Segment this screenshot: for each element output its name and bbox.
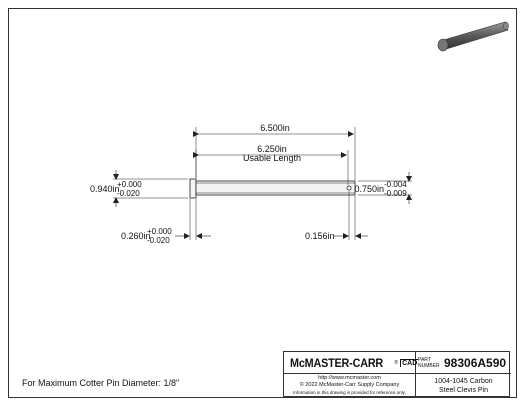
overall-length-label: 6.500in [260, 123, 290, 133]
mcmaster-logo: McMASTER-CARR ® CAD [284, 352, 419, 374]
part-number-caption: PART NUMBER [416, 352, 442, 374]
head-diameter-tol-plus: +0.000 [117, 180, 142, 189]
pin-diameter-tol-lower: -0.009 [384, 189, 407, 198]
usable-length-value: 6.250in [257, 144, 287, 154]
part-label-line2: NUMBER [418, 363, 440, 369]
pin-body [195, 180, 356, 196]
head-thickness-tol-plus: +0.000 [147, 227, 172, 236]
head-thickness-tol-minus: -0.020 [147, 236, 170, 245]
head-thickness-label: 0.260in [121, 231, 151, 241]
hole-offset-label: 0.156in [305, 231, 335, 241]
pin-head [189, 178, 197, 199]
copyright-text: © 2022 McMaster-Carr Supply Company [299, 382, 400, 388]
dimension-lines [113, 131, 412, 239]
registered-mark: ® [394, 359, 399, 366]
isometric-pin-icon [437, 21, 509, 52]
company-info: http://www.mcmaster.com © 2022 McMaster-… [284, 374, 416, 398]
description-line2: Steel Clevis Pin [438, 387, 489, 394]
description-line1: 1004-1045 Carbon [434, 378, 493, 385]
website-link[interactable]: http://www.mcmaster.com [318, 375, 381, 381]
pin-side-view [189, 178, 356, 199]
head-diameter-tol-minus: -0.020 [117, 189, 140, 198]
dimension-labels: 6.500in 6.250in Usable Length 0.940in +0… [90, 123, 407, 245]
extension-lines [113, 127, 412, 240]
pin-diameter-tol-upper: -0.004 [384, 180, 407, 189]
head-diameter-label: 0.940in [90, 184, 120, 194]
part-description: 1004-1045 Carbon Steel Clevis Pin [416, 374, 511, 398]
cotter-pin-hole [346, 185, 352, 191]
usable-length-caption: Usable Length [243, 153, 301, 163]
part-number: 98306A590 [442, 352, 511, 374]
part-label-line1: PART [418, 357, 431, 363]
drawing-border [8, 8, 517, 398]
pin-diameter-label: 0.750in [354, 184, 384, 194]
title-block: McMASTER-CARR ® CAD PART NUMBER 98306A59… [283, 351, 511, 398]
disclaimer-text: Information in this drawing is provided … [293, 390, 406, 395]
cotter-pin-note: For Maximum Cotter Pin Diameter: 1/8" [22, 378, 180, 388]
logo-text: McMASTER-CARR [290, 355, 384, 370]
cad-mark: CAD [400, 358, 419, 367]
